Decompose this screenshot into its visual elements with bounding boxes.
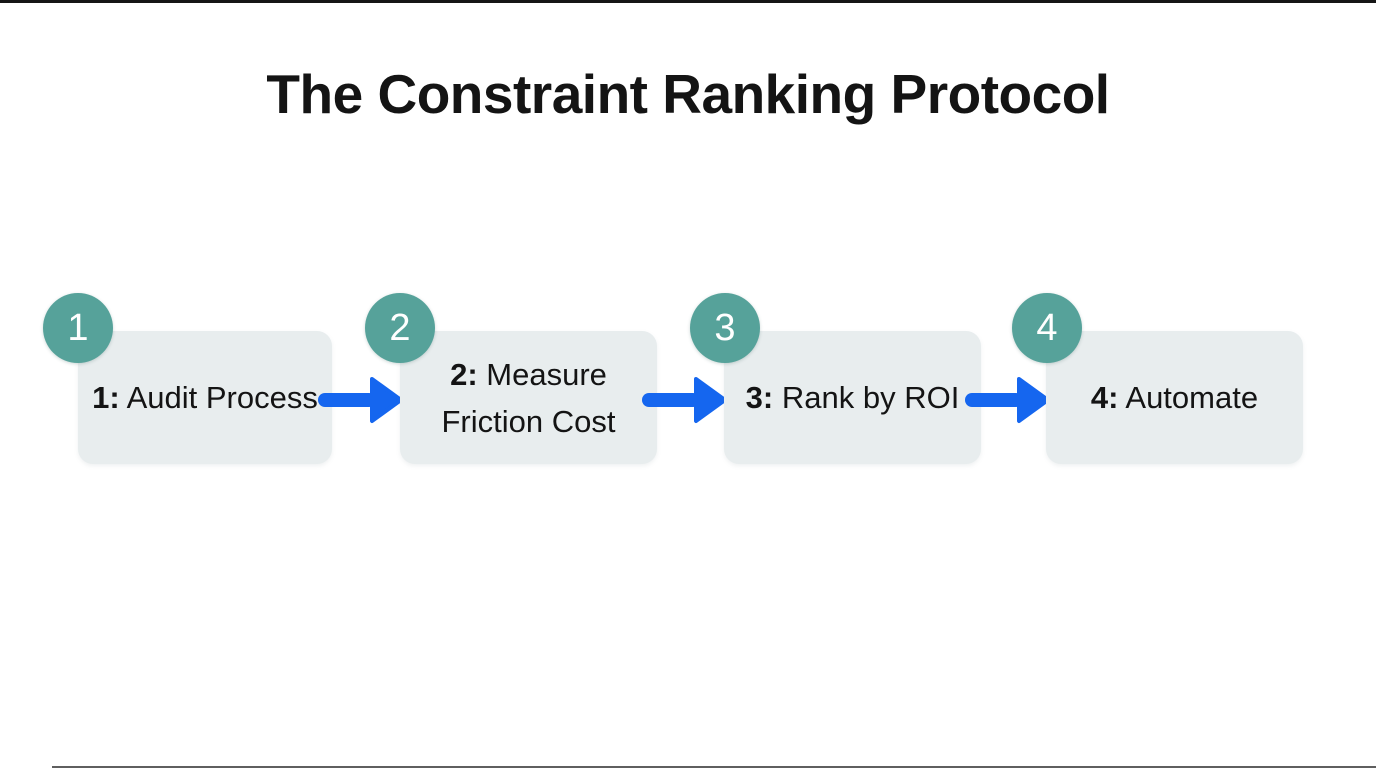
badge-number: 1 (67, 306, 89, 349)
step-number-prefix: 2: (450, 356, 478, 392)
step-text: Rank by ROI (781, 380, 960, 415)
bottom-border-line (52, 766, 1376, 768)
step-card-1: 1: Audit Process (78, 331, 332, 464)
badge-number: 3 (714, 306, 736, 349)
page-title: The Constraint Ranking Protocol (266, 63, 1110, 125)
step-number-prefix: 3: (745, 380, 774, 415)
step-number-prefix: 4: (1090, 380, 1119, 415)
step-badge-1: 1 (43, 293, 113, 363)
step-label: 1: Audit Process (92, 374, 318, 421)
step-number-prefix: 1: (92, 380, 120, 415)
badge-number: 4 (1036, 306, 1058, 349)
step-label: 4: Automate (1091, 374, 1258, 421)
step-text: Audit Process (126, 380, 318, 415)
step-label: 2: Measure Friction Cost (414, 351, 643, 445)
step-badge-4: 4 (1012, 293, 1082, 363)
step-text: Automate (1125, 380, 1259, 415)
step-card-4: 4: Automate (1046, 331, 1303, 464)
right-arrow-icon (640, 376, 726, 424)
badge-number: 2 (389, 306, 411, 349)
step-badge-3: 3 (690, 293, 760, 363)
step-card-2: 2: Measure Friction Cost (400, 331, 657, 464)
step-text: Measure Friction Cost (441, 356, 616, 439)
top-border-line (0, 0, 1376, 3)
step-badge-2: 2 (365, 293, 435, 363)
step-card-3: 3: Rank by ROI (724, 331, 981, 464)
step-label: 3: Rank by ROI (746, 374, 960, 421)
right-arrow-icon (316, 376, 402, 424)
right-arrow-icon (963, 376, 1049, 424)
